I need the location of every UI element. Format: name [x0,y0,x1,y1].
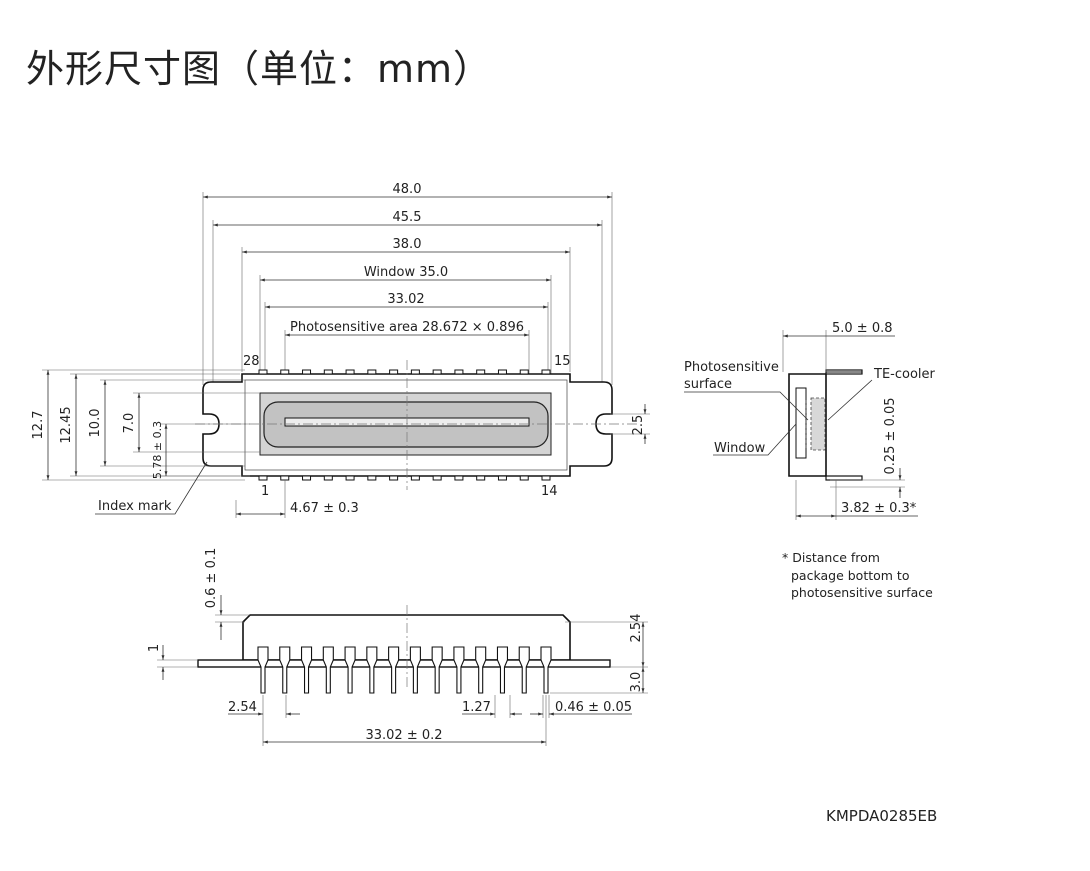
lead [257,646,269,694]
pin-bottom [345,475,355,481]
front-view: 0.6 ± 0.1 1 2.54 3.0 2.54 1.27 0.46 ± 0.… [147,548,648,746]
te-cooler-label: TE-cooler [873,367,936,382]
pin-top [432,369,442,375]
pin-bottom [519,475,529,481]
pin-bottom [497,475,507,481]
dim-window-width: Window 35.0 [364,265,448,280]
pin-top [541,369,551,375]
top-view: 48.0 45.5 38.0 Window 35.0 33.02 Photose… [31,182,650,518]
lead [300,646,313,694]
pin-bottom [258,475,268,481]
pin-top [410,369,420,375]
pin-bottom [454,475,464,481]
lead [322,646,334,694]
lead [344,646,356,694]
photosensitive-surface-label-2: surface [684,377,732,392]
pin-bottom [389,475,399,481]
pin-bottom [302,475,312,481]
pin-label-14: 14 [541,484,558,499]
pin-bottom [432,475,442,481]
dim-gap: 0.25 ± 0.05 [883,397,898,474]
dim-flange: 1 [147,644,162,652]
pin-top [302,369,312,375]
lead [388,646,400,694]
pin-top [519,369,529,375]
pin-label-28: 28 [243,354,260,369]
index-mark-label: Index mark [98,499,172,514]
lead [540,646,552,694]
pin-top [454,369,464,375]
pins-top [258,369,551,375]
pin-label-1: 1 [261,484,269,499]
pin-bottom [476,475,486,481]
dim-surface-height: 3.82 ± 0.3* [841,501,917,516]
pin-top [323,369,333,375]
pin-label-15: 15 [554,354,571,369]
pin-bottom [410,475,420,481]
dim-pin-span-front: 33.02 ± 0.2 [365,728,442,743]
leads [257,646,552,694]
footnote-line-2: package bottom to [791,568,909,583]
pin-bottom [367,475,377,481]
page-title: 外形尺寸图（单位：mm） [26,47,493,91]
lead [496,646,509,694]
dim-lead-width: 0.46 ± 0.05 [555,700,632,715]
flange [197,659,611,668]
photosensitive-surface-label-1: Photosensitive [684,360,779,375]
pin-top [497,369,507,375]
pin-bottom [541,475,551,481]
dim-ears-width: 45.5 [393,210,422,225]
dim-body-height-front: 2.54 [629,614,644,643]
footnote: * Distance from package bottom to photos… [782,550,933,600]
dim-body-width: 38.0 [393,237,422,252]
lead [453,646,465,694]
dim-window-height: 10.0 [88,409,103,438]
lead [475,646,487,694]
dim-pin1-offset: 4.67 ± 0.3 [290,501,359,516]
pin-top [345,369,355,375]
pin-top [280,369,290,375]
dim-body-height: 12.45 [59,406,74,443]
pin-top [367,369,377,375]
side-view: 5.0 ± 0.8 3.82 ± 0.3* 0.25 ± 0.05 Photos… [684,321,936,520]
drawing-code: KMPDA0285EB [826,807,937,825]
dim-overall-width: 48.0 [393,182,422,197]
dim-window-thickness: 0.6 ± 0.1 [204,548,219,609]
pin-top [476,369,486,375]
pin-top [389,369,399,375]
lead [409,646,421,694]
dim-area-offset: 5.78 ± 0.3 [151,421,164,479]
dim-cooler: 5.0 ± 0.8 [832,321,893,336]
lead [518,646,530,694]
te-cooler [810,397,826,451]
dim-lead-length: 3.0 [629,672,644,693]
lead [431,646,443,694]
footnote-line-3: photosensitive surface [791,585,933,600]
pin-bottom [323,475,333,481]
lead [279,646,291,694]
dim-window-inner-height: 7.0 [122,413,137,434]
pin-bottom [280,475,290,481]
pin-top [258,369,268,375]
footnote-line-1: * Distance from [782,550,880,565]
dim-slot: 2.5 [631,415,646,436]
dim-overall-height: 12.7 [31,411,46,440]
dim-photosensitive-area: Photosensitive area 28.672 × 0.896 [290,320,524,335]
window-label: Window [714,441,766,456]
dim-pin-span: 33.02 [387,292,424,307]
pins-bottom [258,475,551,481]
dim-pitch: 2.54 [228,700,257,715]
dim-pitch-half: 1.27 [462,700,491,715]
lead [366,646,378,694]
